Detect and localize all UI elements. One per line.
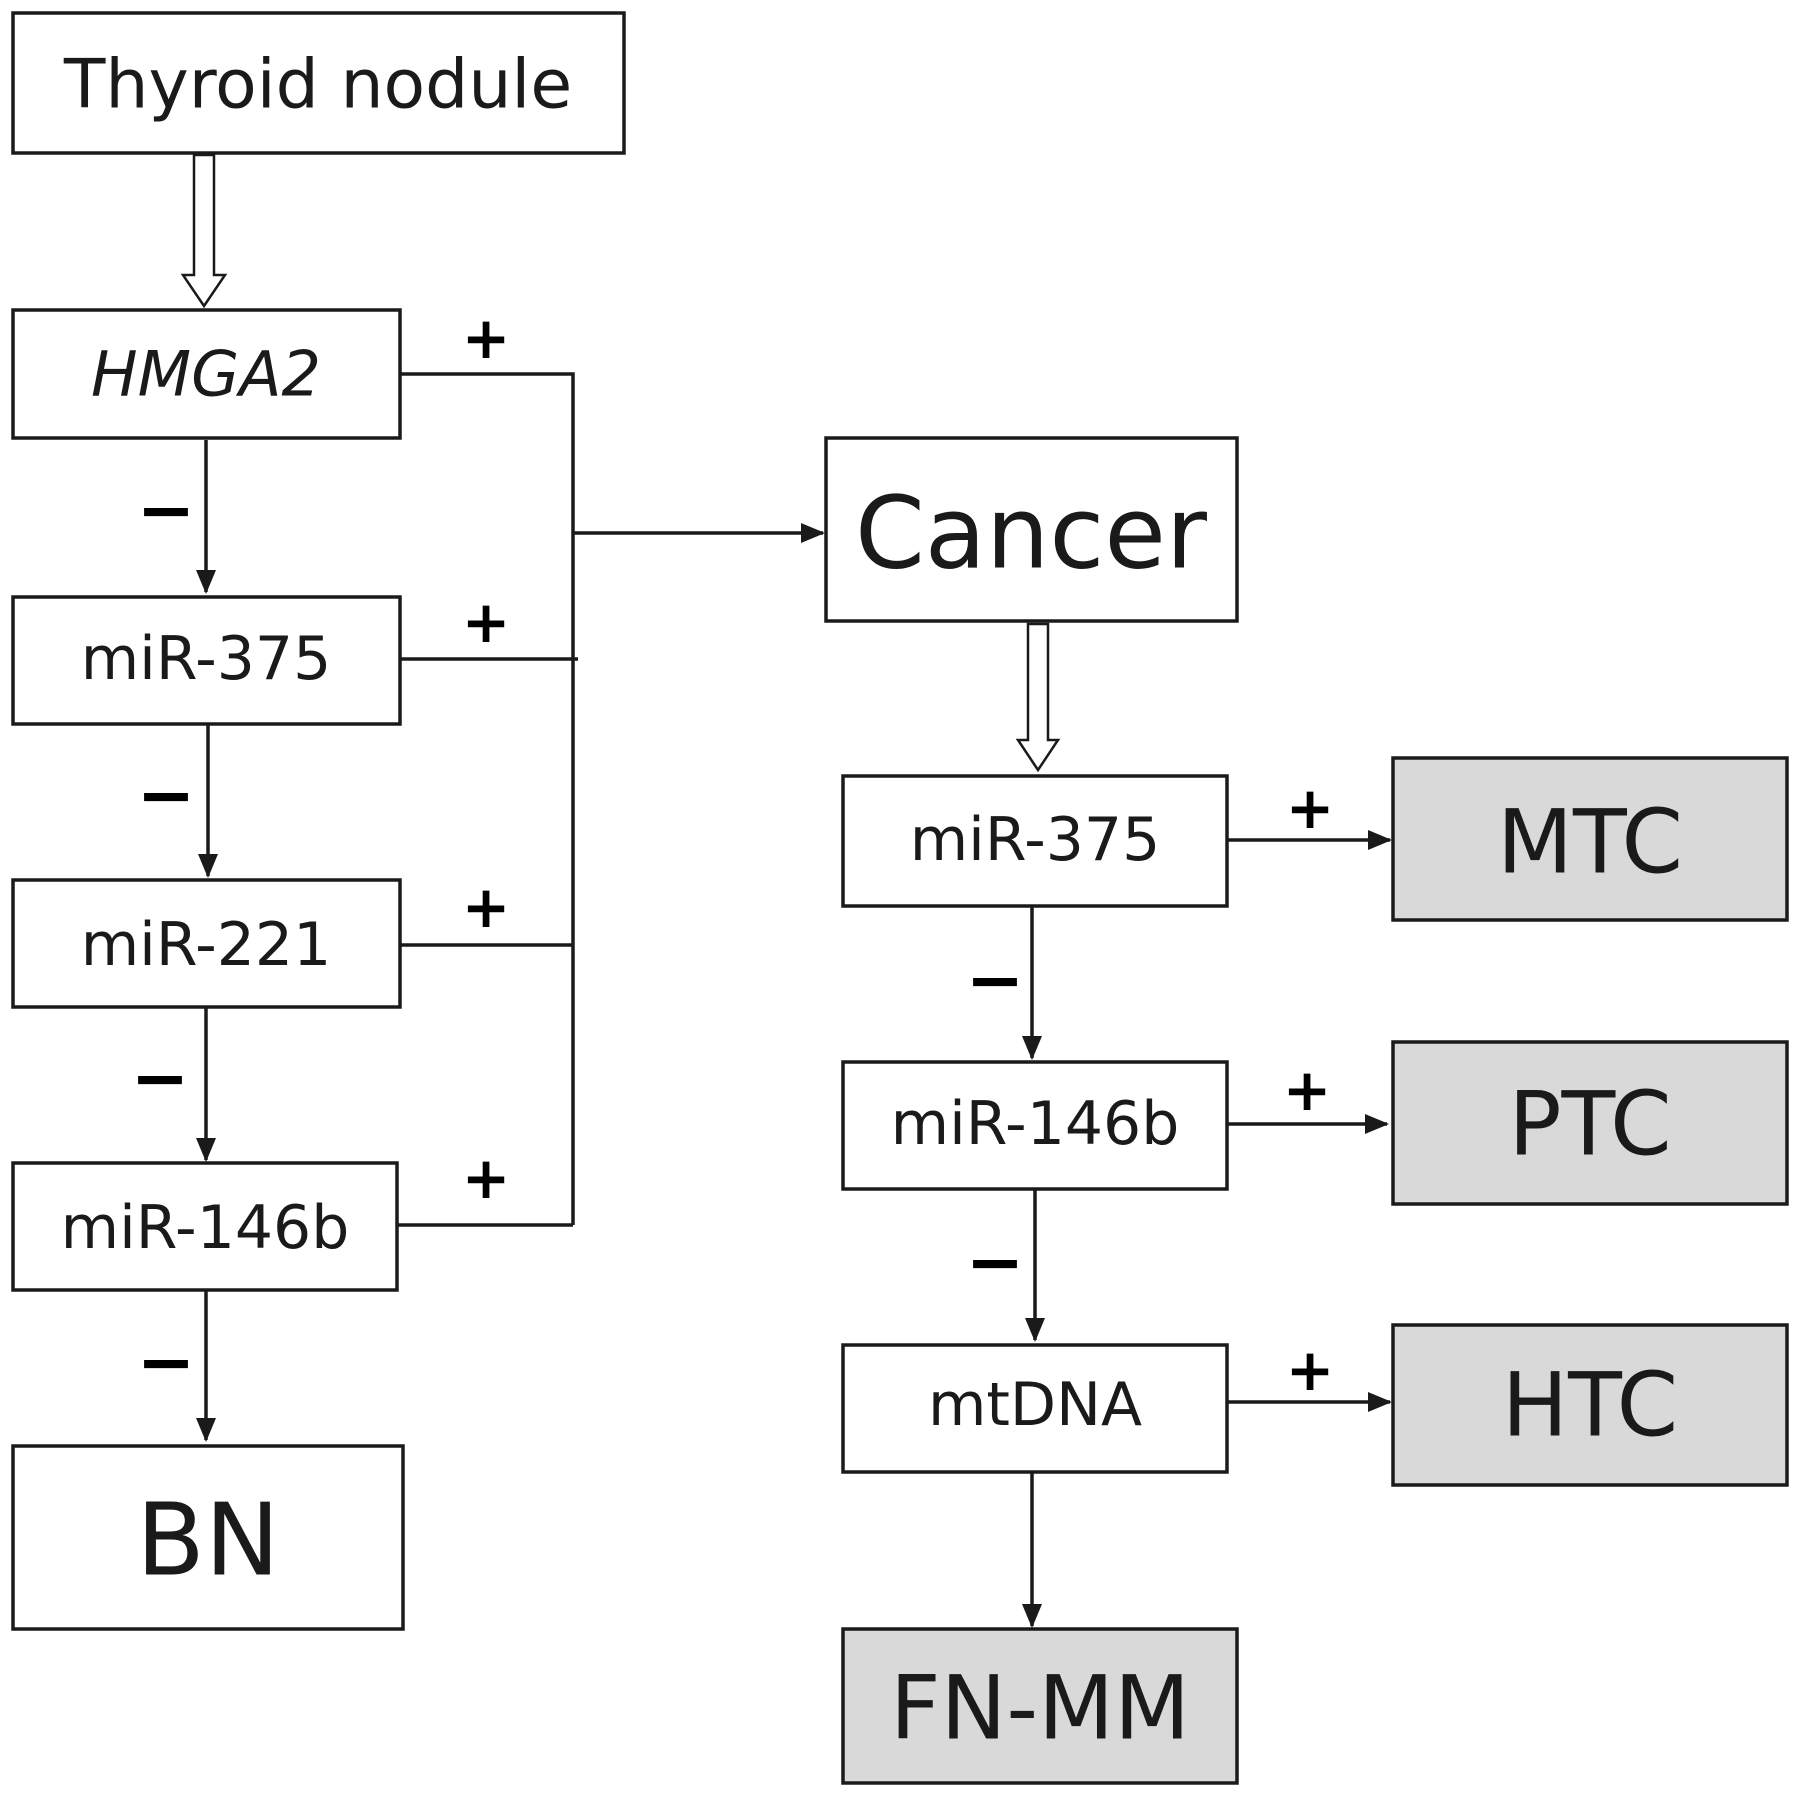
node-bn: BN bbox=[11, 1444, 405, 1631]
node-hmga2: HMGA2 bbox=[11, 308, 402, 440]
plus-sign-hmga2: + bbox=[462, 304, 511, 372]
node-mtc: MTC bbox=[1391, 756, 1789, 922]
node-right-mir375: miR-375 bbox=[841, 774, 1229, 908]
node-ptc: PTC bbox=[1391, 1040, 1789, 1206]
node-mtdna: mtDNA bbox=[841, 1343, 1229, 1474]
node-left-mir146b-label: miR-146b bbox=[61, 1193, 350, 1263]
plus-sign-left-mir375: + bbox=[462, 588, 511, 656]
node-fn-mm: FN-MM bbox=[841, 1627, 1239, 1785]
node-mtdna-label: mtDNA bbox=[928, 1370, 1142, 1440]
node-right-mir375-label: miR-375 bbox=[910, 805, 1161, 875]
node-cancer-label: Cancer bbox=[855, 475, 1208, 592]
node-left-mir375: miR-375 bbox=[11, 595, 402, 726]
node-right-mir146b-label: miR-146b bbox=[891, 1089, 1180, 1159]
minus-sign-mir146b-to-bn: − bbox=[137, 1321, 196, 1403]
plus-sign-right-mir146b: + bbox=[1283, 1056, 1332, 1124]
node-left-mir221: miR-221 bbox=[11, 878, 402, 1009]
plus-sign-left-mir146b: + bbox=[462, 1144, 511, 1212]
node-thyroid-nodule: Thyroid nodule bbox=[11, 11, 626, 155]
connector-hmga2 bbox=[400, 372, 575, 1225]
node-htc-label: HTC bbox=[1502, 1354, 1678, 1457]
hollow-arrow-thyroid-to-hmga2 bbox=[180, 153, 228, 309]
node-mtc-label: MTC bbox=[1497, 791, 1683, 894]
plus-sign-mtdna: + bbox=[1286, 1336, 1335, 1404]
minus-sign-right-mir146b-to-mtdna: − bbox=[966, 1221, 1025, 1303]
node-thyroid-nodule-label: Thyroid nodule bbox=[63, 46, 572, 125]
node-left-mir375-label: miR-375 bbox=[81, 624, 332, 694]
node-cancer: Cancer bbox=[824, 436, 1239, 623]
hollow-arrow-cancer-to-mir375 bbox=[1015, 622, 1061, 773]
plus-sign-right-mir375: + bbox=[1286, 774, 1335, 842]
node-left-mir221-label: miR-221 bbox=[81, 910, 332, 980]
node-right-mir146b: miR-146b bbox=[841, 1060, 1229, 1191]
node-hmga2-label: HMGA2 bbox=[91, 338, 321, 411]
node-fn-mm-label: FN-MM bbox=[890, 1657, 1190, 1760]
node-htc: HTC bbox=[1391, 1323, 1789, 1487]
node-left-mir146b: miR-146b bbox=[11, 1161, 399, 1292]
node-ptc-label: PTC bbox=[1508, 1073, 1671, 1176]
node-bn-label: BN bbox=[136, 1482, 279, 1599]
minus-sign-hmga2-to-mir375: − bbox=[137, 469, 196, 551]
minus-sign-right-mir375-to-mir146b: − bbox=[966, 939, 1025, 1021]
minus-sign-mir375-to-mir221: − bbox=[137, 754, 196, 836]
minus-sign-mir221-to-mir146b: − bbox=[131, 1037, 190, 1119]
plus-sign-left-mir221: + bbox=[462, 873, 511, 941]
